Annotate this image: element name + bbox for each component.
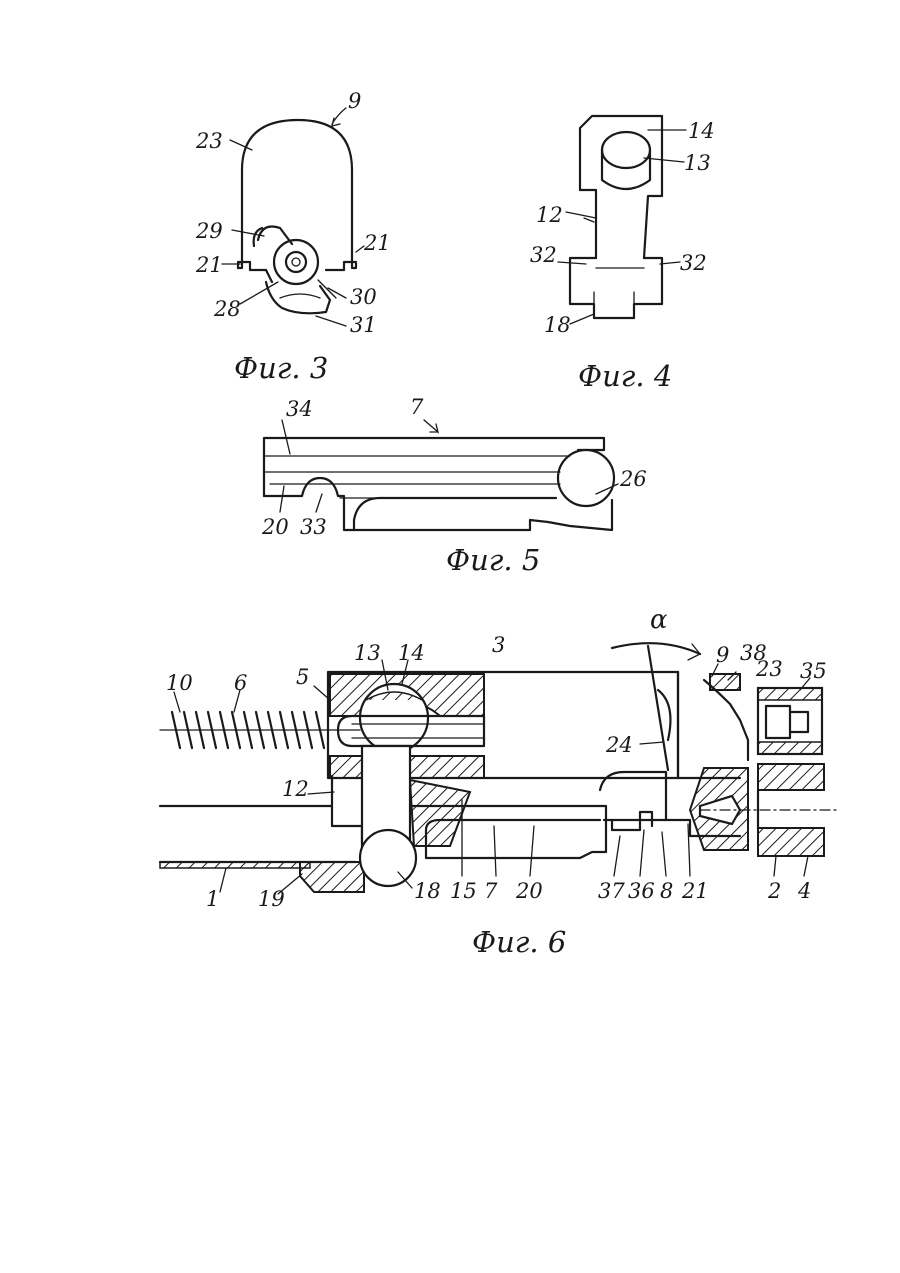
fig4-label-32-right: 32 (680, 251, 707, 275)
fig6-caption: Фиг. 6 (472, 925, 566, 959)
fig6-label-9: 9 (716, 643, 729, 667)
fig5-label-34: 34 (286, 397, 313, 421)
fig5-caption: Фиг. 5 (446, 543, 540, 577)
fig3-label-29: 29 (195, 219, 223, 243)
fig6-label-14: 14 (398, 641, 425, 665)
fig5-label-26: 26 (619, 467, 647, 491)
fig6-angle-alpha: α (650, 605, 668, 635)
fig3-caption: Фиг. 3 (234, 351, 328, 385)
fig6-label-18: 18 (414, 879, 441, 903)
fig6-label-12: 12 (282, 777, 309, 801)
fig3-label-21-right: 21 (363, 231, 391, 255)
fig6-label-8: 8 (660, 879, 673, 903)
fig6-label-21: 21 (681, 879, 709, 903)
fig3-label-31: 31 (350, 313, 377, 337)
fig3-label-9: 9 (348, 89, 361, 113)
fig5-label-20: 20 (261, 515, 289, 539)
fig6-label-10: 10 (166, 671, 193, 695)
fig6-label-37: 37 (598, 879, 625, 903)
fig6-label-35: 35 (800, 659, 827, 683)
figure-6 (160, 643, 840, 894)
fig3-label-23: 23 (195, 129, 223, 153)
figure-5 (264, 420, 618, 530)
fig6-label-19: 19 (258, 887, 285, 911)
fig4-label-12: 12 (536, 203, 563, 227)
fig4-label-13: 13 (684, 151, 711, 175)
fig6-label-2: 2 (767, 879, 781, 903)
fig5-label-33: 33 (300, 515, 327, 539)
fig3-label-21-left: 21 (195, 253, 223, 277)
figure-4 (558, 116, 686, 324)
fig4-label-32-left: 32 (530, 243, 557, 267)
fig6-label-1: 1 (206, 887, 219, 911)
fig6-label-4: 4 (797, 879, 811, 903)
fig4-label-18: 18 (544, 313, 571, 337)
fig6-label-15: 15 (450, 879, 477, 903)
fig4-label-14: 14 (688, 119, 715, 143)
fig6-label-7: 7 (484, 879, 498, 903)
fig6-label-6: 6 (234, 671, 247, 695)
fig6-label-36: 36 (628, 879, 655, 903)
fig4-caption: Фиг. 4 (578, 359, 672, 393)
fig6-label-20: 20 (515, 879, 543, 903)
fig6-label-13: 13 (354, 641, 381, 665)
fig6-label-5: 5 (296, 665, 309, 689)
fig5-label-7: 7 (410, 395, 424, 419)
fig6-label-23: 23 (755, 657, 783, 681)
figure-3 (222, 108, 364, 326)
fig3-label-30: 30 (350, 285, 377, 309)
fig6-label-24: 24 (605, 733, 633, 757)
fig6-label-3: 3 (492, 633, 505, 657)
fig3-label-28: 28 (213, 297, 241, 321)
